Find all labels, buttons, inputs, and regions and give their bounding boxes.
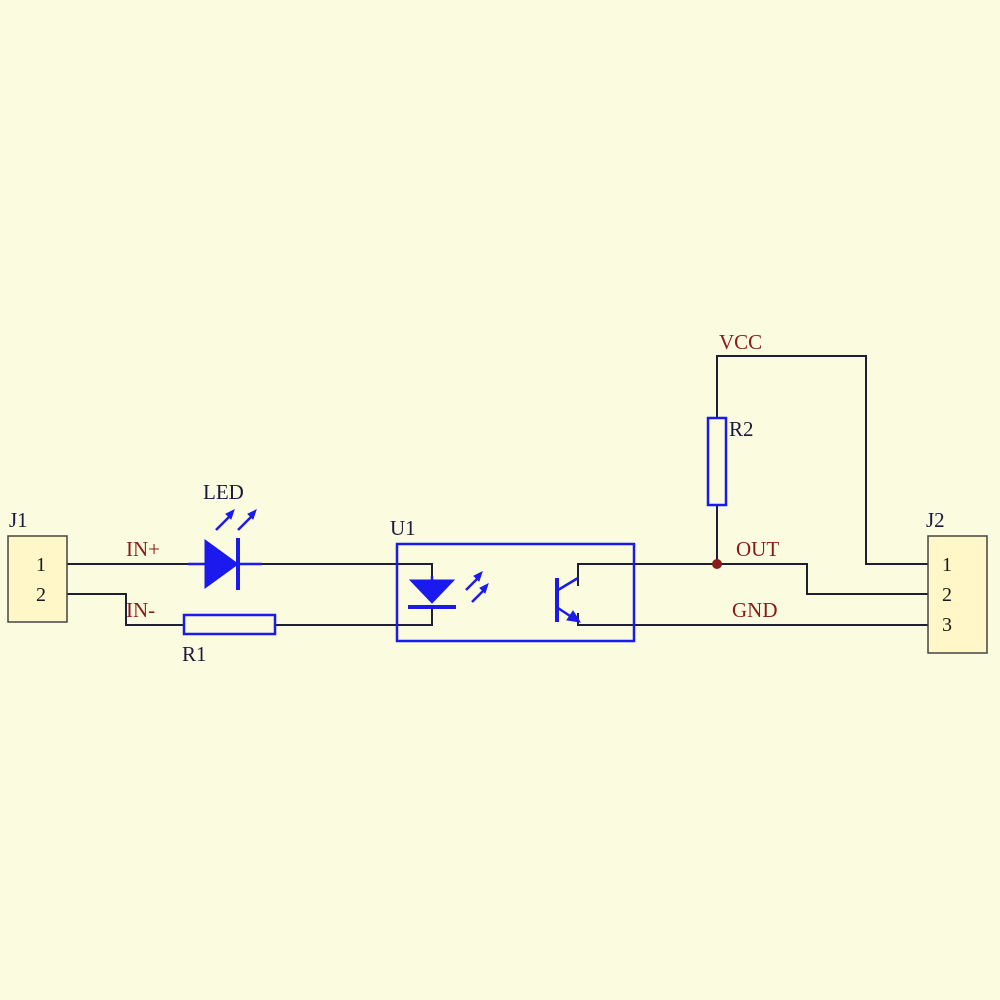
connector-j1-designator: J1 [9, 508, 28, 532]
resistor-r2[interactable] [706, 416, 728, 507]
wire-vcc [716, 355, 929, 565]
wire-collector [577, 563, 929, 595]
resistor-r2-designator: R2 [729, 417, 754, 441]
resistor-icon [706, 416, 728, 507]
resistor-r1[interactable] [182, 613, 277, 636]
resistor-icon [182, 613, 277, 636]
optocoupler-u1-designator: U1 [390, 516, 416, 540]
connector-j1-pin-1: 1 [36, 554, 46, 576]
led-light-arrows-icon [215, 509, 257, 531]
wire-led-to-u1 [261, 563, 433, 577]
net-label-gnd: GND [732, 598, 778, 622]
wire-in-minus [66, 593, 185, 626]
connector-j2-designator: J2 [926, 508, 945, 532]
optocoupler-light-arrows-icon [465, 571, 489, 603]
net-label-in-plus: IN+ [126, 537, 160, 561]
led-diode-icon [188, 538, 262, 590]
connector-j1[interactable]: J1 1 2 [7, 508, 68, 623]
led-component[interactable] [188, 509, 262, 590]
net-label-in-minus: IN- [126, 598, 155, 622]
connector-j1-body [7, 535, 68, 623]
optocoupler-led-icon [408, 576, 456, 609]
net-label-out: OUT [736, 537, 779, 561]
phototransistor-icon [555, 576, 582, 623]
connector-j2-pin-1: 1 [942, 554, 952, 576]
net-label-vcc: VCC [719, 330, 762, 354]
connector-j1-pin-2: 2 [36, 584, 46, 606]
optocoupler-u1[interactable] [395, 542, 636, 643]
resistor-r1-designator: R1 [182, 642, 207, 666]
connector-j2-pin-2: 2 [942, 584, 952, 606]
wire-r1-to-u1 [274, 607, 433, 626]
wires [66, 355, 929, 626]
connector-j2-body [927, 535, 988, 654]
connector-j2[interactable]: J2 1 2 3 [926, 508, 988, 654]
out-junction-dot [712, 559, 722, 569]
wire-emitter [577, 613, 929, 626]
optocoupler-icon [395, 542, 636, 643]
led-designator: LED [203, 480, 244, 504]
connector-j2-pin-3: 3 [942, 614, 952, 636]
